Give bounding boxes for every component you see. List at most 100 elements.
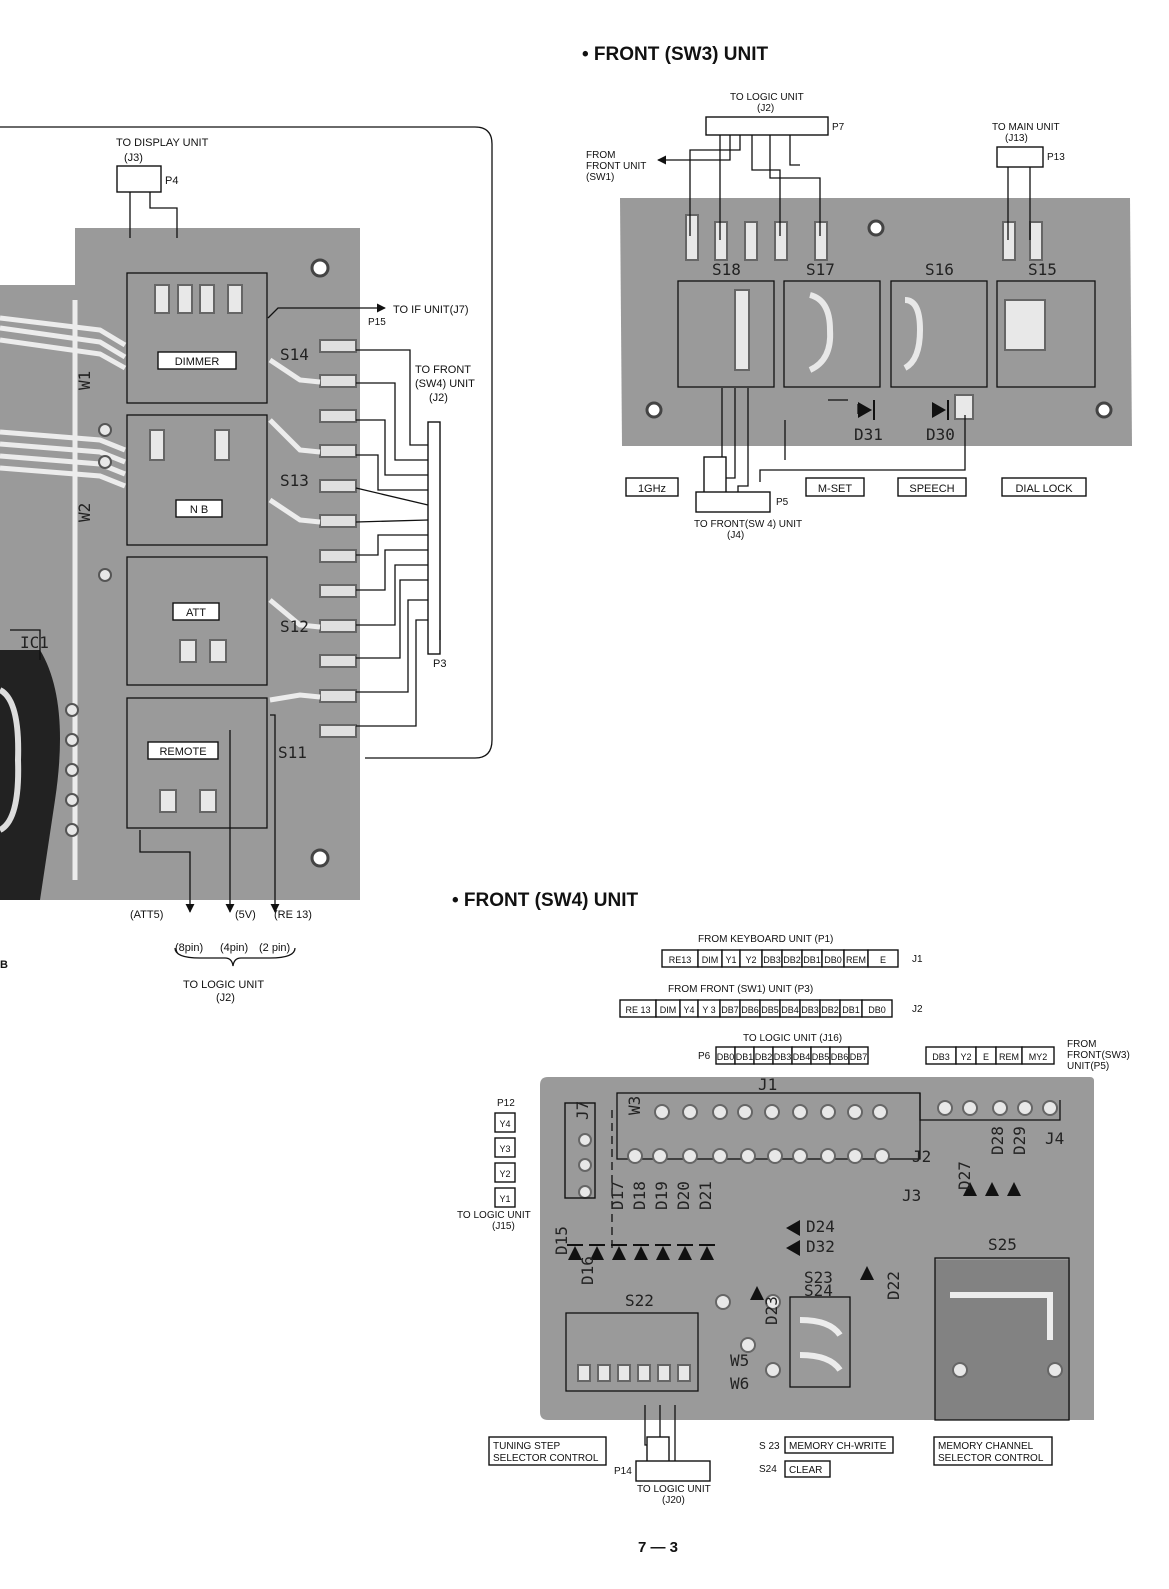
sw4-board-s23: S23 xyxy=(804,1268,833,1287)
diode-icon xyxy=(678,1246,692,1260)
left-to-display-j: (J3) xyxy=(124,152,143,164)
sw3-p13-label: P13 xyxy=(1047,152,1065,163)
j1_cells-cell: Y2 xyxy=(745,955,756,965)
left-w2-label: W2 xyxy=(75,503,94,522)
j1_cells-cell: DB3 xyxy=(763,955,781,965)
sw4-from-front-sw1: FROM FRONT (SW1) UNIT (P3) xyxy=(668,984,813,995)
to-if-arrow xyxy=(267,303,386,319)
svg-text:1GHz: 1GHz xyxy=(638,483,666,495)
sw4-to-logic-j20: TO LOGIC UNIT xyxy=(637,1484,711,1495)
sw3-to-front-sw4-j: (J4) xyxy=(727,530,744,541)
p6_cells-cell: DB1 xyxy=(736,1052,754,1062)
svg-text:DIMMER: DIMMER xyxy=(175,356,220,368)
sw4-j2-label: J2 xyxy=(912,1004,923,1015)
left-p3-label: P3 xyxy=(433,658,446,670)
svg-text:SELECTOR CONTROL: SELECTOR CONTROL xyxy=(938,1453,1044,1464)
left-signal-re13: (RE 13) xyxy=(274,909,312,921)
j2_cells-cell: DB6 xyxy=(741,1005,759,1015)
sw4-from-sw3-3: UNIT(P5) xyxy=(1067,1061,1109,1072)
j1_cells-cell: Y1 xyxy=(725,955,736,965)
left-button-remote: REMOTE xyxy=(147,741,219,760)
j2_cells-cell: DB5 xyxy=(761,1005,779,1015)
svg-text:N B: N B xyxy=(190,504,208,516)
left-switch-s14: S14 xyxy=(280,345,309,364)
svg-text:SPEECH: SPEECH xyxy=(909,483,954,495)
p12-cell: Y3 xyxy=(499,1144,510,1154)
left-switch-s11: S11 xyxy=(278,743,307,762)
sw3-switch-s18: S18 xyxy=(712,260,741,279)
left-button-att: ATT xyxy=(172,602,220,621)
sw3-pcb xyxy=(620,198,1132,446)
sw4-p12-label: P12 xyxy=(497,1098,515,1109)
left-switch-s13: S13 xyxy=(280,471,309,490)
diode-icon xyxy=(568,1246,582,1260)
sw3-to-logic-label: TO LOGIC UNIT xyxy=(730,92,804,103)
j2_cells-cell: DIM xyxy=(660,1005,677,1015)
sw3-from-front-2: FRONT UNIT xyxy=(586,161,646,172)
j2_cells-cell: Y 3 xyxy=(702,1005,715,1015)
left-ic1-label: IC1 xyxy=(20,633,49,652)
sw3-title: • FRONT (SW3) UNIT xyxy=(582,44,768,65)
sw3-p7-connector xyxy=(705,116,829,136)
p6_cells-cell: DB0 xyxy=(717,1052,735,1062)
sw4-p6-label: P6 xyxy=(698,1051,711,1062)
sw3-to-main-j: (J13) xyxy=(1005,133,1028,144)
left-to-if-label: TO IF UNIT(J7) xyxy=(393,304,469,316)
sw4-board-d21: D21 xyxy=(696,1181,715,1210)
to-logic-brace xyxy=(174,947,296,967)
sw3-button-dial-lock: DIAL LOCK xyxy=(1001,477,1087,497)
p6_cells-cell: DB3 xyxy=(774,1052,792,1062)
diode-icon xyxy=(656,1246,670,1260)
sw3-to-main-label: TO MAIN UNIT xyxy=(992,122,1060,133)
sw4-board-j2: J2 xyxy=(912,1147,931,1166)
j2_cells-cell: DB2 xyxy=(821,1005,839,1015)
p3-wires xyxy=(355,349,441,727)
p6_cells-cell: DB4 xyxy=(793,1052,811,1062)
svg-text:SELECTOR CONTROL: SELECTOR CONTROL xyxy=(493,1453,599,1464)
right_cells-cell: REM xyxy=(999,1052,1019,1062)
left-to-front-3: (J2) xyxy=(429,392,448,404)
j1_cells-cell: RE13 xyxy=(669,955,692,965)
sw4-tuning-step-box: TUNING STEP SELECTOR CONTROL xyxy=(488,1436,607,1466)
j2_cells-cell: DB7 xyxy=(721,1005,739,1015)
left-w1-label: W1 xyxy=(75,371,94,390)
sw4-board-d29: D29 xyxy=(1010,1126,1029,1155)
left-to-front-2: (SW4) UNIT xyxy=(415,378,475,390)
diode-d27-d29-icons xyxy=(963,1182,1021,1196)
sw4-board-j1: J1 xyxy=(758,1075,777,1094)
sw4-board-d20: D20 xyxy=(674,1181,693,1210)
left-p15-label: P15 xyxy=(368,317,386,328)
right_cells-cell: DB3 xyxy=(932,1052,950,1062)
sw3-p5-connector xyxy=(695,491,771,513)
sw4-p14-label: P14 xyxy=(614,1466,632,1477)
p3-connector xyxy=(427,421,441,655)
sw4-memory-ch-write-box: MEMORY CH-WRITE xyxy=(784,1436,894,1454)
sw3-switch-s16: S16 xyxy=(925,260,954,279)
svg-text:MEMORY CHANNEL: MEMORY CHANNEL xyxy=(938,1441,1034,1452)
sw4-memory-channel-box: MEMORY CHANNEL SELECTOR CONTROL xyxy=(933,1436,1053,1466)
sw4-board-d16: D16 xyxy=(578,1256,597,1285)
sw4-to-logic-j20-j: (J20) xyxy=(662,1495,685,1506)
left-unit-outline xyxy=(0,126,493,759)
sw3-switch-s15: S15 xyxy=(1028,260,1057,279)
mounting-hole-icon xyxy=(310,258,330,278)
sw4-board-w3: W3 xyxy=(625,1096,644,1115)
j1_cells-cell: E xyxy=(880,955,886,965)
sw4-diode-row xyxy=(567,1244,715,1260)
sw4-board-d28: D28 xyxy=(988,1126,1007,1155)
sw3-button-1ghz: 1GHz xyxy=(625,477,679,497)
p4-connector xyxy=(116,165,162,193)
sw4-board-s24: S24 xyxy=(804,1281,833,1300)
p6_cells-cell: DB5 xyxy=(812,1052,830,1062)
sw4-board-d27: D27 xyxy=(955,1161,974,1190)
mounting-hole-icon xyxy=(645,401,663,419)
left-pcb-board xyxy=(0,228,360,900)
right_cells-cell: MY2 xyxy=(1029,1052,1048,1062)
sw4-pcb xyxy=(540,1077,1094,1421)
svg-text:TUNING STEP: TUNING STEP xyxy=(493,1441,561,1452)
left-to-logic-j: (J2) xyxy=(216,992,235,1004)
